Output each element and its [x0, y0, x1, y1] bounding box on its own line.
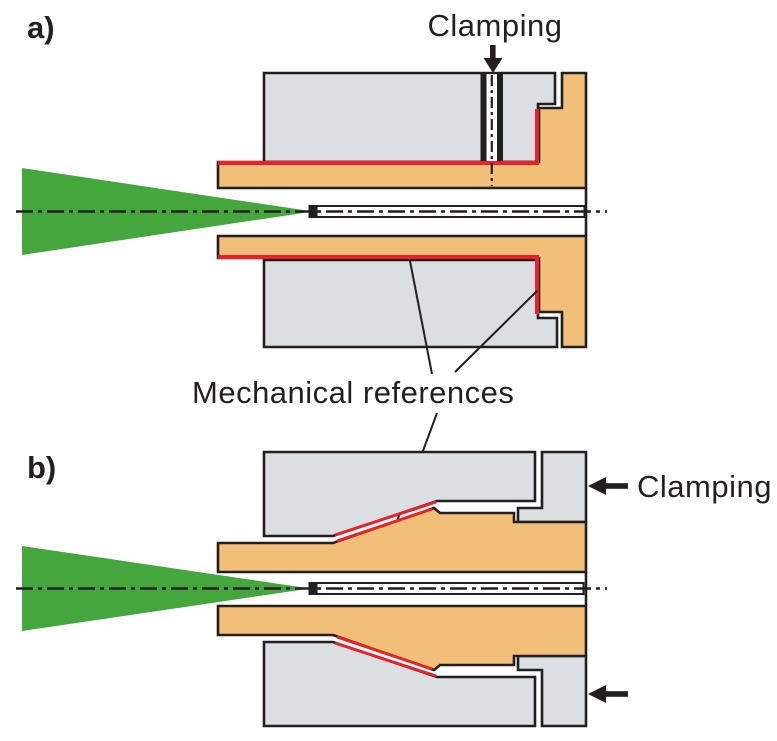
mount-block-top-b [262, 450, 537, 538]
reference-taper-top-insert [336, 507, 433, 543]
mechanical-references-label: Mechanical references [192, 375, 514, 410]
leader-line-ref2 [454, 290, 538, 373]
reference-surface-bottom [218, 255, 539, 314]
laser-beam [22, 168, 313, 255]
down-arrow-icon [483, 45, 503, 73]
left-arrow-top-icon [588, 477, 628, 495]
reference-taper-top-block [334, 500, 437, 537]
diagram-b: Clamping b) [16, 450, 772, 728]
fiber-tube-endcap-b [308, 582, 318, 595]
clamping-top-label: Clamping [428, 8, 563, 43]
mount-block-bottom-b [262, 640, 537, 728]
mount-block-bottom [262, 258, 559, 349]
panel-b-label: b) [27, 450, 56, 485]
leader-line-ref1 [409, 260, 433, 375]
left-arrow-bottom-icon [588, 685, 628, 703]
clamp-slot-wall-right [497, 72, 503, 163]
clamping-right-label: Clamping [637, 469, 772, 504]
reference-surface-top [218, 109, 539, 165]
reference-taper-bottom-block [334, 641, 437, 678]
clamp-slot-wall-left [480, 72, 487, 163]
mount-block-top [262, 71, 557, 164]
panel-a-label: a) [27, 10, 55, 45]
reference-taper-bottom-insert [336, 635, 433, 671]
fiber-tube-endcap [308, 205, 318, 218]
diagram-a: Clamping a) [16, 8, 607, 375]
clamp-slot-bore [485, 74, 498, 162]
